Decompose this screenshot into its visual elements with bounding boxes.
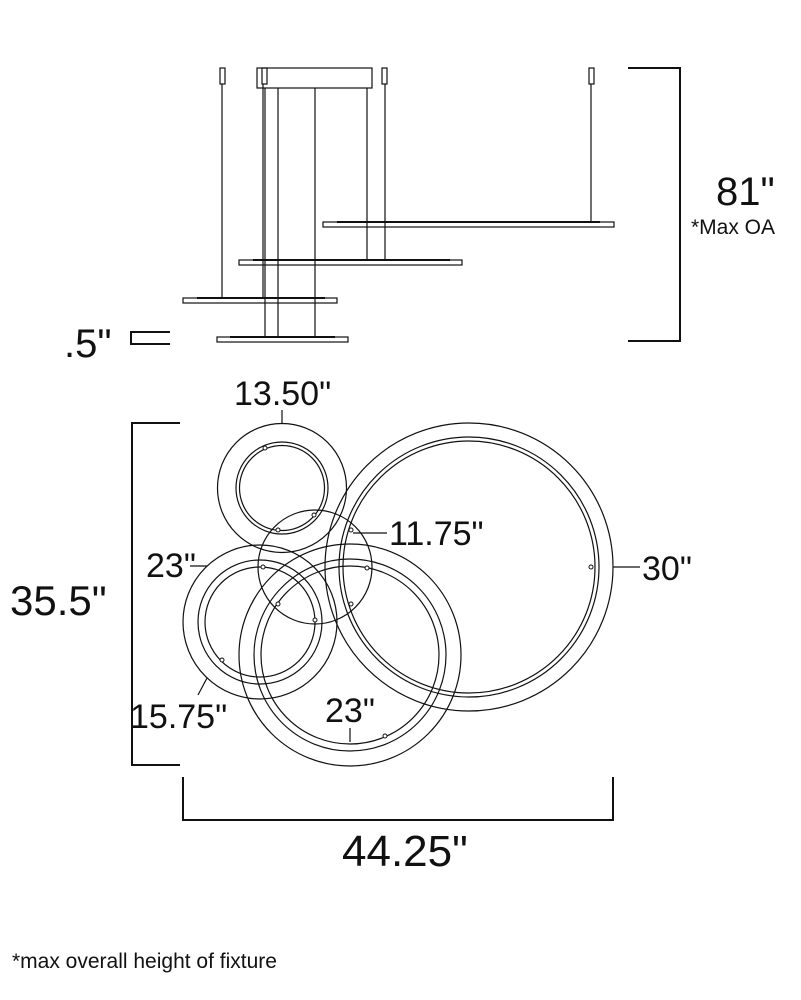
lower-ring-label: 23" [325, 692, 375, 730]
height-dimension-line [628, 67, 681, 342]
mount-points [219, 445, 594, 739]
plan-view: 13.50" 11.75" 30" 23" 35.5" 15.75" 23" 4… [10, 375, 692, 876]
width-label: 44.25" [342, 827, 468, 876]
thickness-label: .5" [64, 322, 112, 366]
canopy-outline [257, 509, 373, 625]
side-elevation: 81" *Max OA .5" [64, 67, 775, 366]
left-ring-label: 23" [146, 547, 196, 585]
center-ring-label: 11.75" [389, 515, 484, 553]
small-ring-label: 13.50" [234, 375, 331, 413]
ring-small-top [216, 422, 348, 554]
ring-plates [182, 221, 615, 343]
height-label: 81" [716, 170, 775, 214]
depth-label: 35.5" [10, 577, 107, 624]
large-ring-label: 30" [642, 550, 692, 588]
depth-dimension-line [131, 422, 180, 766]
suspension-wires [221, 84, 592, 337]
width-dimension-line [182, 777, 614, 821]
wire-caps [219, 67, 595, 85]
ring-lower-left [182, 544, 338, 700]
ring-lower-middle [238, 543, 462, 767]
canopy [256, 67, 373, 89]
height-note: *Max OA [691, 216, 775, 239]
lower-left-ring-label: 15.75" [130, 698, 227, 736]
footnote: *max overall height of fixture [12, 950, 277, 973]
thickness-marker [130, 331, 176, 345]
